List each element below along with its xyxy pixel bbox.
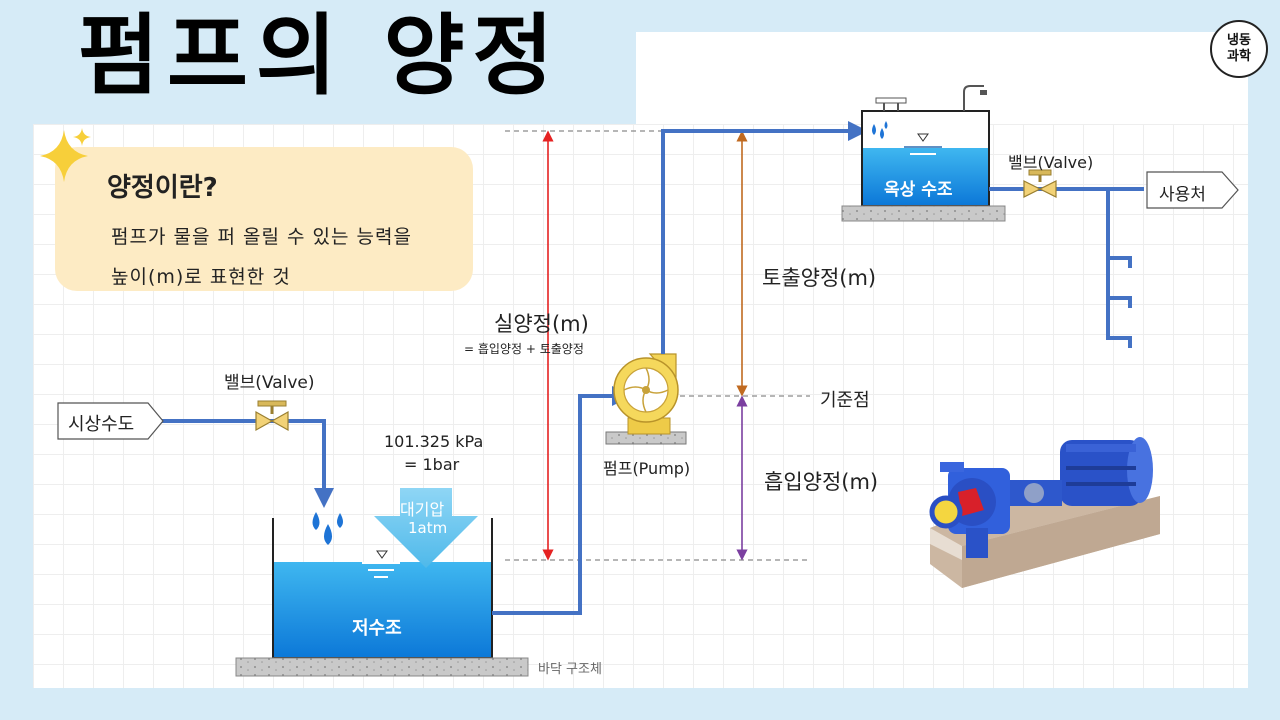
- reference-point-label: 기준점: [820, 390, 870, 411]
- water-drops-icon: [312, 512, 343, 545]
- city-water-pipe: [160, 419, 334, 508]
- roof-tank-label: 옥상 수조: [884, 180, 953, 200]
- actual-head-formula: = 흡입양정 + 토출양정: [464, 342, 584, 356]
- atmosphere-label-2: 1atm: [408, 519, 448, 537]
- atmosphere-arrow: [374, 488, 478, 568]
- right-valve-icon: [1023, 169, 1057, 198]
- floor-label: 바닥 구조체: [538, 662, 602, 677]
- pressure-label-2: = 1bar: [404, 455, 460, 474]
- definition-line-1: 펌프가 물을 퍼 올릴 수 있는 능력을: [111, 226, 412, 248]
- roof-slab: [841, 205, 1006, 222]
- pump-icon: [605, 353, 687, 445]
- right-valve-label: 밸브(Valve): [1008, 153, 1094, 172]
- logo-line-1: 냉동: [1227, 33, 1251, 49]
- usage-point-label: 사용처: [1159, 185, 1206, 205]
- floor-slab: [235, 657, 529, 677]
- brand-logo: 냉동 과학: [1210, 20, 1268, 78]
- lower-tank-label: 저수조: [352, 618, 402, 639]
- left-valve-label: 밸브(Valve): [224, 373, 315, 393]
- city-water-label: 시상수도: [68, 414, 135, 435]
- centrifugal-pump-illustration: [929, 437, 1160, 588]
- logo-line-2: 과학: [1227, 49, 1251, 64]
- suction-pipe: [492, 386, 632, 615]
- roof-tank: [861, 85, 990, 207]
- city-water-tag: [57, 402, 164, 440]
- suction-head-label: 흡입양정(m): [764, 470, 879, 494]
- left-valve-icon: [255, 400, 289, 432]
- definition-title: 양정이란?: [107, 173, 218, 203]
- atmosphere-label-1: 대기압: [400, 500, 445, 519]
- page-title: 펌프의 양정: [78, 4, 562, 107]
- roof-water-level-icon: [904, 133, 942, 155]
- water-level-icon: [362, 550, 400, 578]
- discharge-pipe: [661, 121, 868, 354]
- definition-line-2: 높이(m)로 표현한 것: [111, 266, 291, 288]
- sparkle-icon: [40, 128, 91, 182]
- branch-pipes: [1106, 189, 1132, 348]
- roof-drops-icon: [872, 121, 888, 139]
- actual-head-label: 실양정(m): [494, 312, 589, 336]
- pump-label: 펌프(Pump): [603, 459, 691, 478]
- definition-card: 양정이란? 펌프가 물을 퍼 올릴 수 있는 능력을 높이(m)로 표현한 것: [55, 147, 473, 291]
- definition-body: 펌프가 물을 퍼 올릴 수 있는 능력을 높이(m)로 표현한 것: [111, 217, 471, 297]
- usage-point-tag: [1146, 171, 1239, 209]
- pressure-label-1: 101.325 kPa: [384, 432, 484, 451]
- discharge-head-label: 토출양정(m): [762, 266, 877, 290]
